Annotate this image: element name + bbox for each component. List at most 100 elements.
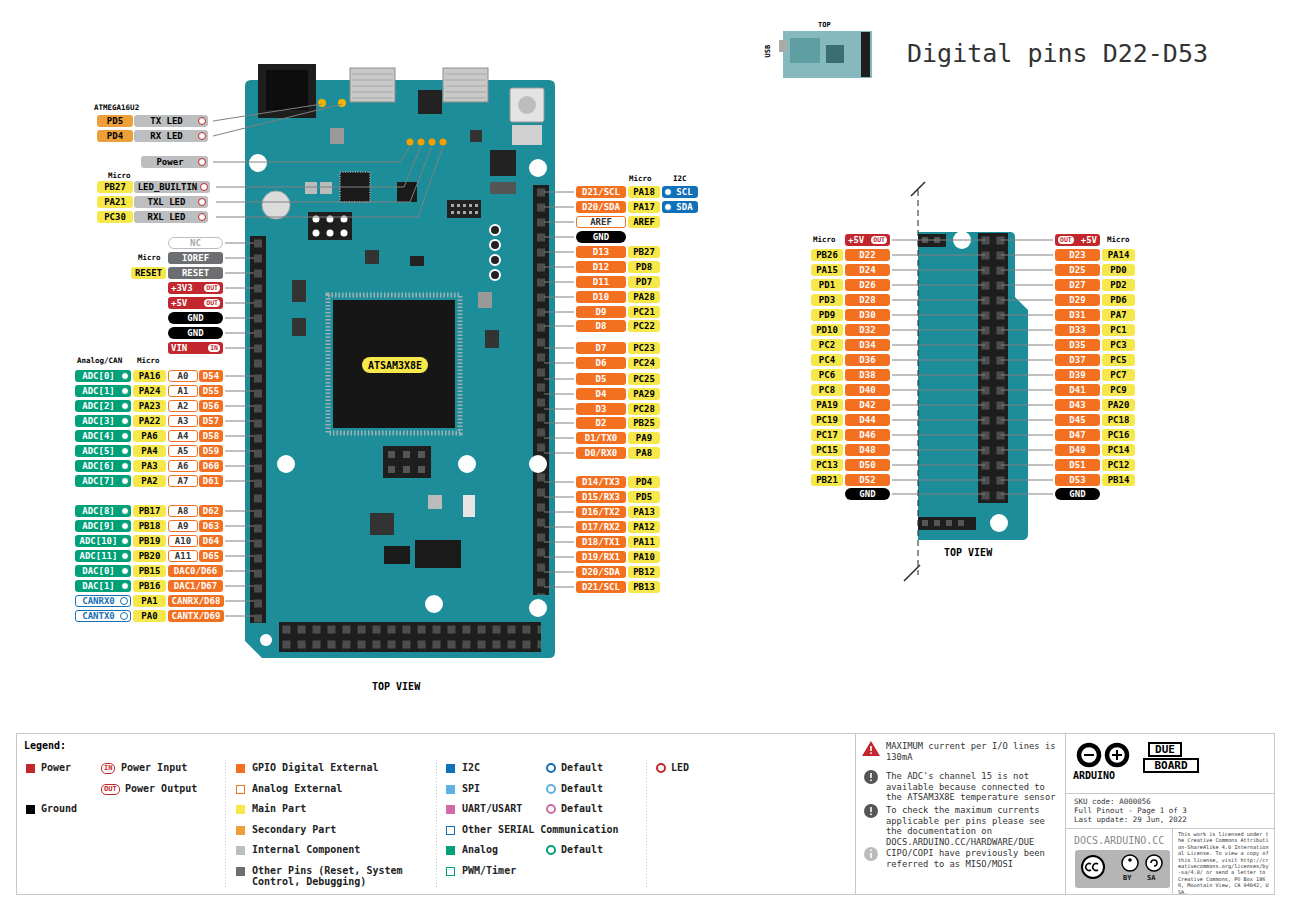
legend-text: UART/USART [462,803,522,815]
gpio-pin: D31 [1055,309,1100,321]
icsp-pins [388,451,425,473]
pin-text: PA6 [141,431,157,442]
legend-swatch [26,764,35,773]
pin-text: D41 [1069,385,1085,396]
pin-text: TXL LED [148,197,186,208]
pin-text: +5V [171,298,187,309]
mounting-hole [458,455,476,473]
cc-badge-ground [1075,850,1170,888]
micro-pin: PD10 [811,324,843,336]
legend-text: Main Part [252,803,306,815]
board-badge: DUE [1148,742,1182,757]
gpio-pin: D50 [845,459,890,471]
gpio-pin: D23 [1055,249,1100,261]
pin-text: D28 [859,295,875,306]
micro-pin: PA9 [628,432,660,444]
pin-text: DAC[0] [82,566,115,577]
pin-text: D39 [1069,370,1085,381]
pin-text: PA24 [139,386,161,397]
pin-text: PA9 [636,433,652,444]
chip-label: ATSAM3X8E [362,357,428,373]
pin-text: PC18 [1108,415,1130,426]
pin-text: D62 [203,506,219,517]
pin-text: D36 [859,355,875,366]
micro-pin: PA3 [133,460,166,472]
chip-pins [328,295,460,433]
pin-text: PC1 [1110,325,1126,336]
pin-text: PB15 [139,566,161,577]
bottom-header [918,517,976,530]
pin-text: PA1 [141,596,157,607]
pin-text: D31 [1069,310,1085,321]
micro-pin: PA28 [628,291,660,303]
gpio-pin: D33 [1055,324,1100,336]
pin-text: PC21 [633,307,655,318]
gpio-pin: D6 [576,357,626,369]
header-board [904,182,1028,581]
mounting-hole [990,514,1008,532]
pin-text: PB19 [139,536,161,547]
pin-icon [198,117,206,125]
leader-lines [213,104,1053,616]
pin-text: PA15 [816,265,838,276]
ground-pin: GND [576,231,626,243]
pin-text: PD2 [1110,280,1126,291]
pin-icon [198,158,206,166]
gpio-pin: D46 [845,429,890,441]
pin-icon [198,198,206,206]
gpio-pin: D52 [845,474,890,486]
power-badge: OUT [1058,236,1074,244]
column-header: Micro [137,356,160,365]
column-header: Micro [1107,235,1130,244]
pin-text: RXL LED [148,212,186,223]
pin-text: RESET [182,268,209,279]
pin-text: D6 [596,358,607,369]
gpio-pin: D15/RX3 [576,491,626,503]
analog-pin: ADC[11] [75,550,131,562]
icon-mark [870,850,872,852]
micro-pin: PB19 [133,535,166,547]
pin-text: D4 [596,389,607,400]
pin-text: PB27 [633,247,655,258]
component [410,256,424,266]
column-divider [225,760,226,888]
legend-icon [546,763,556,773]
power-badge: IN [208,344,220,352]
component [292,318,306,336]
pin-text: GND [1069,489,1085,500]
info-icon [864,770,878,784]
pin-text: PB13 [633,582,655,593]
pin-text: PA29 [633,389,655,400]
gpio-pin: DAC0/D66 [168,565,223,577]
pin-text: D24 [859,265,875,276]
icon-mark [870,773,872,778]
pin-text: Power [156,157,183,168]
divider [1065,733,1066,895]
gpio-pin: D49 [1055,444,1100,456]
pin-text: ADC[3] [82,416,115,427]
pin-text: TX LED [150,116,183,127]
pin-text: D32 [859,325,875,336]
pin-text: ADC[0] [82,371,115,382]
legend-icon [546,784,556,794]
double-header-pins [978,233,1008,503]
pin-text: ADC[1] [82,386,115,397]
pin-icon [664,188,672,196]
legend-text: Other SERIAL Communication [462,824,619,836]
pin-text: D21/SCL [582,582,620,593]
micro-pin: PC15 [811,444,843,456]
analog-pin: DAC[0] [75,565,131,577]
pin-text: D50 [859,460,875,471]
thumbnail-part [790,38,820,63]
pin-text: +5V [848,235,864,246]
legend-outline-swatch [446,826,455,835]
icsp-header [383,446,431,478]
crystal [428,495,442,509]
sku-line: Full Pinout - Page 1 of 3 [1074,806,1187,815]
atmega-pin: PD4 [97,130,133,142]
pin-text: PB25 [633,418,655,429]
micro-pin: PB26 [811,249,843,261]
pin-icon [120,597,128,605]
gpio-pin: D60 [199,460,223,472]
view-label: USB [764,45,772,58]
